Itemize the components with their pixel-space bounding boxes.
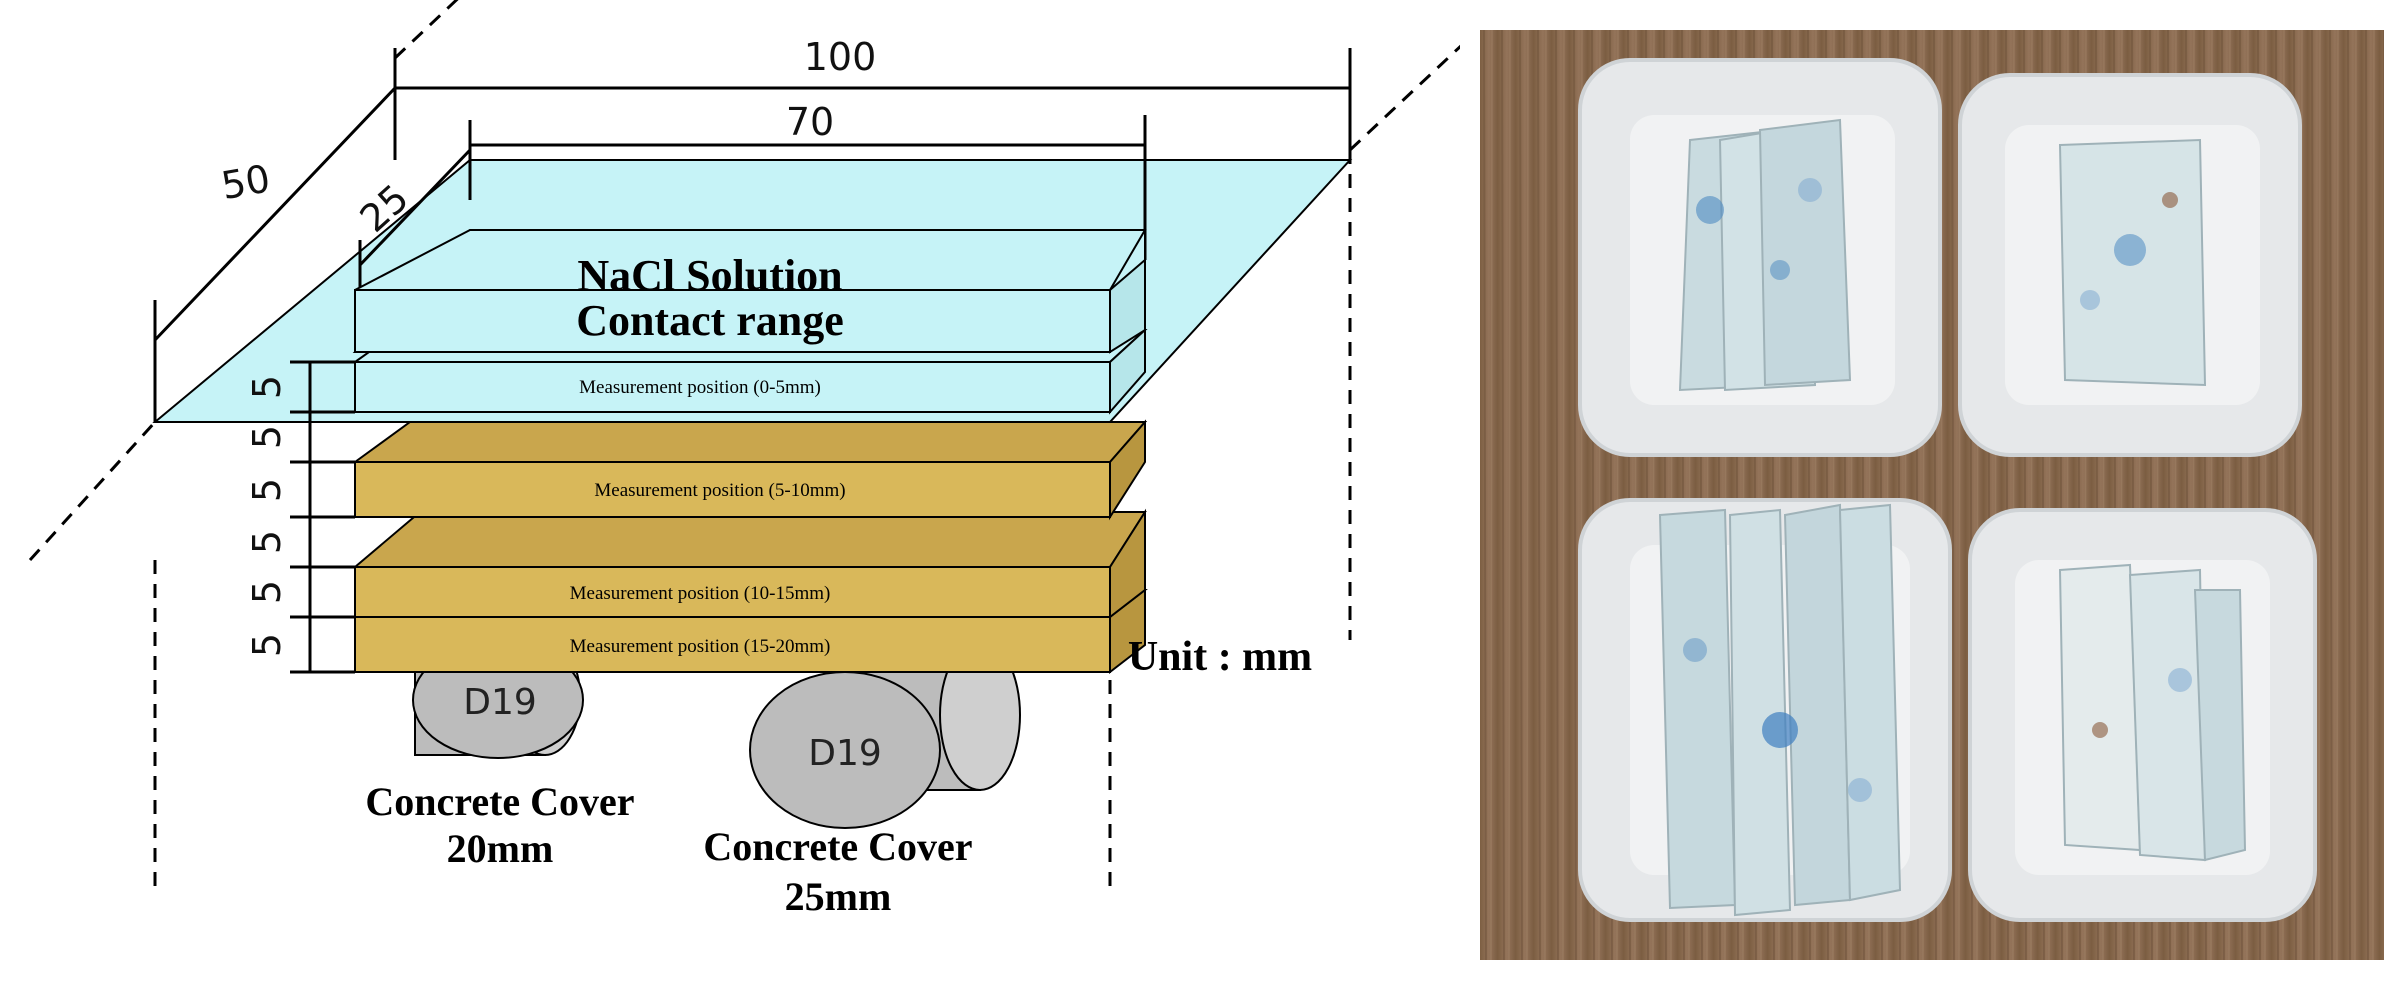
sample-tray-1 [1578, 58, 1942, 457]
cover-25-label-line1: Concrete Cover [703, 824, 972, 869]
layer-thickness-label: 5 [245, 375, 289, 399]
rebar-label: D19 [463, 682, 537, 723]
layer-5-10: Measurement position (5-10mm) [351, 419, 1148, 521]
dim-width-total: 100 [804, 35, 877, 79]
measurement-label-5-10: Measurement position (5-10mm) [594, 480, 845, 501]
rebar-label: D19 [808, 733, 882, 774]
specimen-diagram: 100 70 50 25 5 5 5 5 5 5 D19 D19 [28, 0, 1460, 919]
layer-thickness-labels: 5 5 5 5 5 5 [245, 375, 289, 657]
layer-thickness-label: 5 [245, 478, 289, 502]
cover-20-label-line2: 20mm [447, 826, 554, 871]
measurement-label-15-20: Measurement position (15-20mm) [570, 636, 831, 657]
dim-width-contact: 70 [786, 100, 834, 144]
layer-thickness-label: 5 [245, 425, 289, 449]
layer-thickness-label: 5 [245, 633, 289, 657]
layer-10-15: Measurement position (10-15mm) [352, 508, 1147, 620]
sample-tray-2 [1958, 73, 2302, 457]
solution-label-line2: Contact range [576, 296, 844, 345]
sample-tray-4 [1968, 508, 2317, 922]
unit-label: Unit : mm [1128, 634, 1312, 680]
measurement-label-10-15: Measurement position (10-15mm) [570, 583, 831, 604]
dim-depth-total: 50 [218, 156, 273, 208]
cover-25-label-line2: 25mm [785, 874, 892, 919]
sample-tray-3 [1578, 498, 1952, 922]
cover-20-label-line1: Concrete Cover [365, 779, 634, 824]
solution-label-line1: NaCl Solution [577, 251, 842, 300]
solution-slab: NaCl Solution Contact range [352, 229, 1147, 354]
layer-thickness-label: 5 [245, 530, 289, 554]
measurement-label-0-5: Measurement position (0-5mm) [579, 377, 821, 398]
specimen-photo [1480, 30, 2384, 960]
layer-thickness-label: 5 [245, 580, 289, 604]
